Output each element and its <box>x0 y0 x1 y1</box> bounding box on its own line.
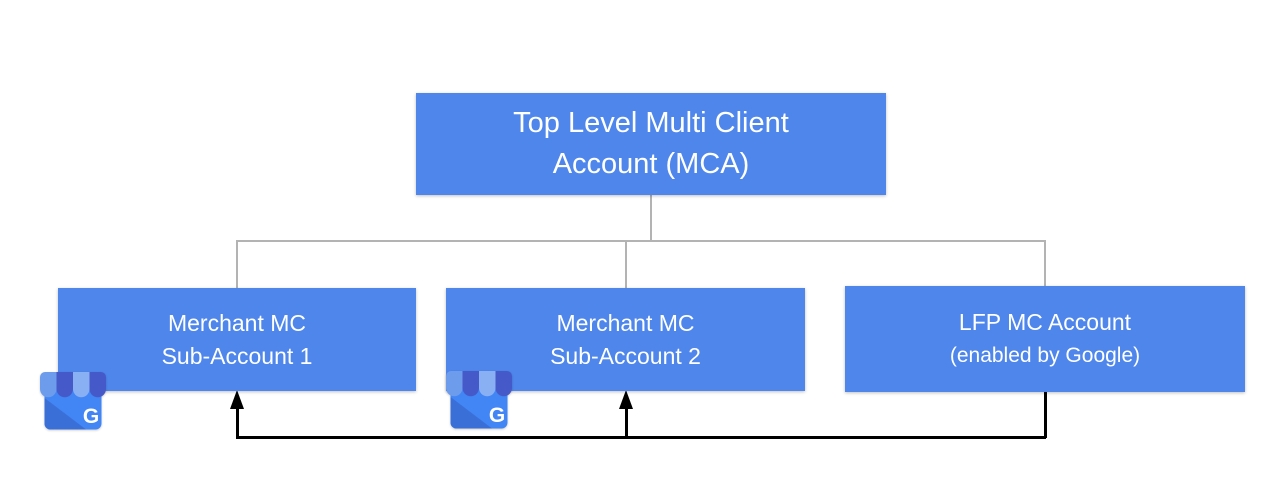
google-my-business-icon: G <box>40 369 106 430</box>
node-merchant-sub-account-1: Merchant MC Sub-Account 1 <box>58 288 416 391</box>
feed-connector-left-vertical <box>236 408 239 438</box>
node-top-level-mca: Top Level Multi Client Account (MCA) <box>416 93 886 195</box>
feed-connector-right-vertical <box>1044 392 1047 438</box>
google-g-letter: G <box>83 405 99 428</box>
feed-connector-horizontal <box>236 436 1046 439</box>
hierarchy-connector-horizontal <box>236 240 1046 242</box>
hierarchy-connector-left-drop <box>236 240 238 288</box>
google-my-business-icon: G <box>446 368 512 429</box>
arrowhead-up-sub1 <box>230 390 244 409</box>
node-label-line: Sub-Account 1 <box>161 342 313 369</box>
node-label-line: Merchant MC <box>167 309 307 336</box>
node-label-line: (enabled by Google) <box>949 344 1141 367</box>
arrowhead-up-sub2 <box>619 390 633 409</box>
node-lfp-mc-account: LFP MC Account (enabled by Google) <box>845 286 1245 392</box>
node-label-line: Merchant MC <box>556 309 695 336</box>
node-label-line: Sub-Account 2 <box>550 342 701 369</box>
hierarchy-connector-middle-drop <box>625 240 627 288</box>
feed-connector-middle-vertical <box>625 408 628 438</box>
node-label-line: Top Level Multi Client <box>513 107 789 139</box>
node-label-line: Account (MCA) <box>552 148 750 180</box>
google-g-letter: G <box>489 404 505 427</box>
node-label-line: LFP MC Account <box>958 309 1132 335</box>
hierarchy-connector-right-drop <box>1044 240 1046 288</box>
hierarchy-connector-top-vertical <box>650 195 652 242</box>
